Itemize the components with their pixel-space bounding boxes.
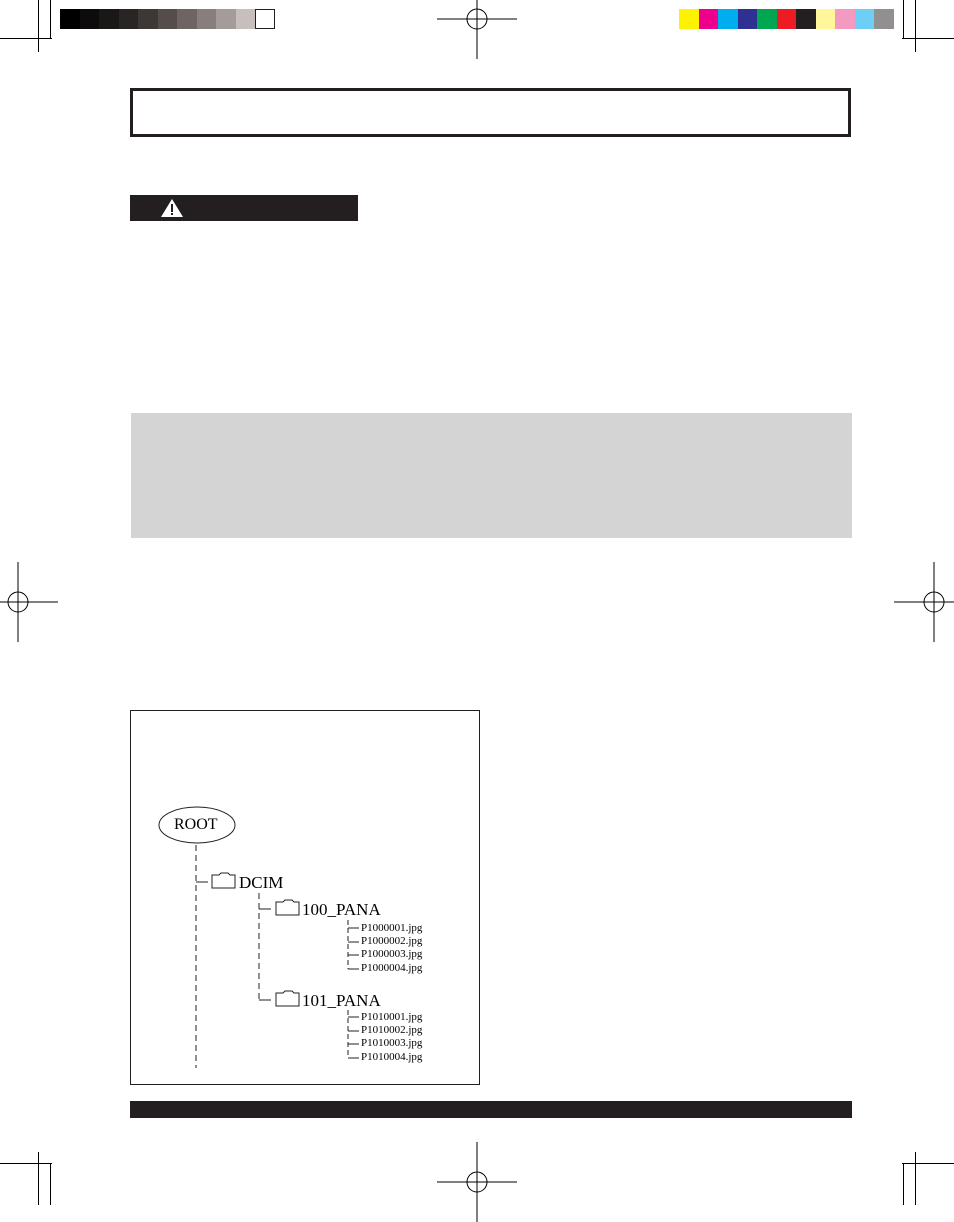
- color-swatch: [138, 9, 158, 29]
- tree-file: P1010001.jpg: [361, 1011, 423, 1023]
- color-swatch: [874, 9, 894, 29]
- folder-icon: [275, 990, 300, 1007]
- color-swatch: [698, 9, 718, 29]
- color-swatch: [757, 9, 777, 29]
- color-swatch: [60, 9, 80, 29]
- footer-bar: [130, 1101, 852, 1118]
- color-swatch: [737, 9, 757, 29]
- note-box: [131, 413, 852, 538]
- color-swatch: [235, 9, 255, 29]
- color-swatch: [679, 9, 699, 29]
- color-swatch: [177, 9, 197, 29]
- tree-file: P1000003.jpg: [361, 948, 423, 960]
- warning-triangle-icon: [161, 199, 183, 217]
- registration-mark-top: [437, 0, 517, 59]
- color-swatch: [815, 9, 835, 29]
- color-swatch: [835, 9, 855, 29]
- tree-folder-100-pana: 100_PANA: [302, 900, 381, 919]
- tree-root-label: ROOT: [174, 816, 218, 833]
- tree-file: P1010004.jpg: [361, 1051, 423, 1063]
- color-swatch: [196, 9, 216, 29]
- color-swatch: [157, 9, 177, 29]
- folder-icon: [275, 899, 300, 916]
- tree-folder-101-pana: 101_PANA: [302, 991, 381, 1010]
- tree-file: P1000001.jpg: [361, 922, 423, 934]
- registration-mark-right: [894, 562, 954, 642]
- tree-file: P1000002.jpg: [361, 935, 423, 947]
- color-swatch: [79, 9, 99, 29]
- color-swatch: [118, 9, 138, 29]
- color-swatch: [776, 9, 796, 29]
- folder-tree-diagram: [130, 710, 480, 1085]
- tree-file: P1010002.jpg: [361, 1024, 423, 1036]
- page-title-frame: [130, 88, 851, 137]
- color-swatch: [796, 9, 816, 29]
- color-swatch: [216, 9, 236, 29]
- folder-icon: [211, 872, 236, 889]
- tree-folder-dcim: DCIM: [239, 873, 284, 892]
- color-swatch: [99, 9, 119, 29]
- tree-file: P1000004.jpg: [361, 962, 423, 974]
- color-swatch: [718, 9, 738, 29]
- color-swatch: [854, 9, 874, 29]
- registration-mark-left: [0, 562, 58, 642]
- tree-file: P1010003.jpg: [361, 1037, 423, 1049]
- color-swatch: [255, 9, 275, 29]
- root-node: [158, 806, 236, 844]
- warning-bar: [130, 195, 358, 221]
